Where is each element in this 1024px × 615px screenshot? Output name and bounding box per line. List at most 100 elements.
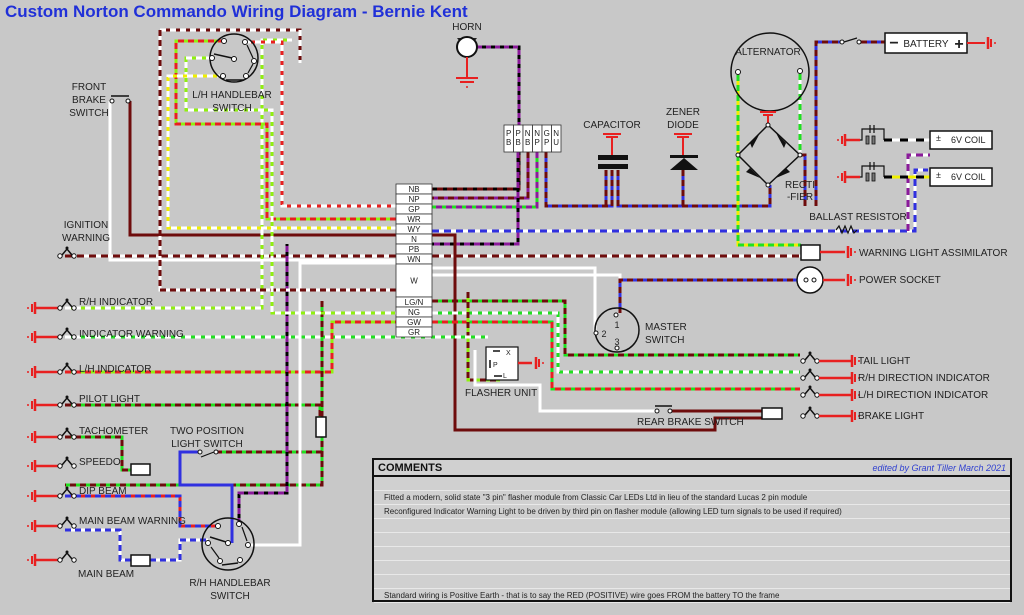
rear-brake-switch-label: REAR BRAKE SWITCH	[637, 417, 744, 428]
left-lamp-label: INDICATOR WARNING	[79, 329, 184, 340]
coil-polarity: ±	[936, 170, 941, 180]
lamp-bulb-icon	[57, 327, 77, 340]
left-lamp: TACHOMETER	[27, 426, 148, 443]
horn: HORN	[452, 22, 482, 88]
lh-loop-5	[166, 74, 432, 230]
battery-minus: −	[889, 35, 898, 52]
connector-pin-label: G	[544, 129, 550, 138]
left-lamp-label: PILOT LIGHT	[79, 394, 140, 405]
rh-handlebar-label-1: R/H HANDLEBAR	[189, 578, 270, 589]
connector-pin-label: N	[525, 129, 531, 138]
lh-loop-1	[160, 28, 302, 63]
lamp-bulb-icon	[57, 298, 77, 311]
comment-line: Reconfigured Indicator Warning Light to …	[374, 505, 1010, 519]
horn-wire	[477, 45, 521, 125]
left-lamp: MAIN BEAM WARNING	[27, 516, 186, 532]
rectifier-label-1: RECTI	[785, 180, 815, 191]
flasher-unit: X P L FLASHER UNIT	[465, 346, 537, 399]
lamp-bulb-icon	[800, 351, 820, 364]
wire-harness	[65, 28, 930, 562]
dip-beam-wire	[65, 494, 218, 528]
master-switch-label-1: MASTER	[645, 322, 687, 333]
coil-polarity: ±	[936, 133, 941, 143]
lh-loop-3	[174, 39, 432, 221]
lh-handlebar-switch[interactable]: L/H HANDLEBAR SWITCH	[192, 33, 272, 114]
wy-wire	[432, 168, 928, 233]
terminal-label: WY	[408, 225, 422, 234]
diode-label: DIODE	[667, 120, 699, 131]
rear-brake-switch[interactable]: REAR BRAKE SWITCH	[637, 405, 783, 428]
capacitor: CAPACITOR	[583, 120, 641, 169]
master-pin-3: 3	[614, 337, 619, 347]
wr-wire	[245, 40, 432, 208]
front-brake-switch[interactable]: FRONT BRAKE SWITCH	[69, 82, 131, 119]
rh-indicator-wire	[65, 38, 292, 310]
left-lamp: R/H INDICATOR	[27, 297, 153, 314]
right-lamp: L/H DIRECTION INDICATOR	[800, 385, 988, 401]
ignition-label-2: WARNING	[62, 233, 110, 244]
comment-line	[374, 547, 1010, 561]
warning-light-assimilator-label: WARNING LIGHT ASSIMILATOR	[859, 248, 1008, 259]
connector-pin	[551, 124, 562, 153]
front-brake-wire-2	[108, 101, 432, 262]
battery[interactable]: − BATTERY +	[884, 32, 985, 54]
flasher-pin-p: P	[493, 362, 498, 369]
contact-breaker	[865, 135, 870, 145]
terminal-label: GP	[408, 205, 420, 214]
main-beam-wire	[150, 538, 208, 562]
lamp-bulb-icon	[800, 406, 820, 419]
comments-heading: COMMENTS	[378, 461, 443, 474]
power-socket-wire	[618, 278, 797, 313]
connector-pin-label: P	[535, 138, 540, 147]
master-switch-label-2: SWITCH	[645, 335, 684, 346]
comment-line	[374, 533, 1010, 547]
right-lamp-label: R/H DIRECTION INDICATOR	[858, 373, 990, 384]
ballast-resistor: BALLAST RESISTOR	[809, 212, 907, 235]
connector-pin-label: B	[525, 138, 530, 147]
power-socket[interactable]: POWER SOCKET	[796, 266, 941, 294]
horn-label: HORN	[452, 22, 481, 33]
right-lamp: TAIL LIGHT	[800, 351, 910, 367]
terminal	[395, 326, 433, 338]
two-position-light-switch[interactable]: TWO POSITION LIGHT SWITCH	[170, 426, 244, 458]
flasher-pin-l: L	[503, 373, 507, 380]
ballast-coil	[906, 153, 930, 231]
front-brake-label-3: SWITCH	[69, 108, 108, 119]
lh-indicator-wire	[65, 320, 432, 374]
capacitor-label: CAPACITOR	[583, 120, 640, 131]
lh-handlebar-label-2: SWITCH	[212, 103, 251, 114]
front-brake-wire	[128, 101, 432, 237]
left-lamp-label: R/H INDICATOR	[79, 297, 153, 308]
comment-line	[374, 519, 1010, 533]
w-wire	[432, 273, 622, 313]
rh-handlebar-switch[interactable]: R/H HANDLEBAR SWITCH	[189, 517, 271, 602]
right-lamp-label: BRAKE LIGHT	[858, 411, 924, 422]
master-switch[interactable]: 1 2 3 MASTER SWITCH	[593, 307, 687, 353]
terminal-label: NB	[408, 185, 419, 194]
two-position-label-1: TWO POSITION	[170, 426, 244, 437]
right-lamp-label: L/H DIRECTION INDICATOR	[858, 390, 988, 401]
front-brake-label-2: BRAKE	[72, 95, 106, 106]
right-lamp: BRAKE LIGHT	[800, 406, 924, 422]
lamp-bulb-icon	[57, 246, 77, 259]
rectifier-label-2: -FIER	[787, 192, 813, 203]
ignition-label-1: IGNITION	[64, 220, 108, 231]
edited-by-note: edited by Grant Tiller March 2021	[872, 462, 1006, 473]
zener-diode: ZENER DIODE	[666, 107, 700, 170]
lamp-bulb-icon	[57, 516, 77, 529]
terminal-label: LG/N	[405, 298, 424, 307]
lamp-bulb-icon	[800, 368, 820, 381]
connector-pin-label: N	[553, 129, 559, 138]
terminal-label: NP	[408, 195, 419, 204]
rh-switch-pb	[237, 244, 289, 524]
diagram-title: Custom Norton Commando Wiring Diagram - …	[5, 2, 468, 21]
lamp-bulb-icon	[57, 427, 77, 440]
alternator: ALTERNATOR	[730, 32, 810, 112]
flasher-pin-x: X	[506, 350, 511, 357]
connector-pin-label: P	[516, 129, 521, 138]
zener-label: ZENER	[666, 107, 700, 118]
comment-line: Fitted a modern, solid state "3 pin" fla…	[374, 491, 1010, 505]
pilot-resistor	[315, 416, 327, 438]
